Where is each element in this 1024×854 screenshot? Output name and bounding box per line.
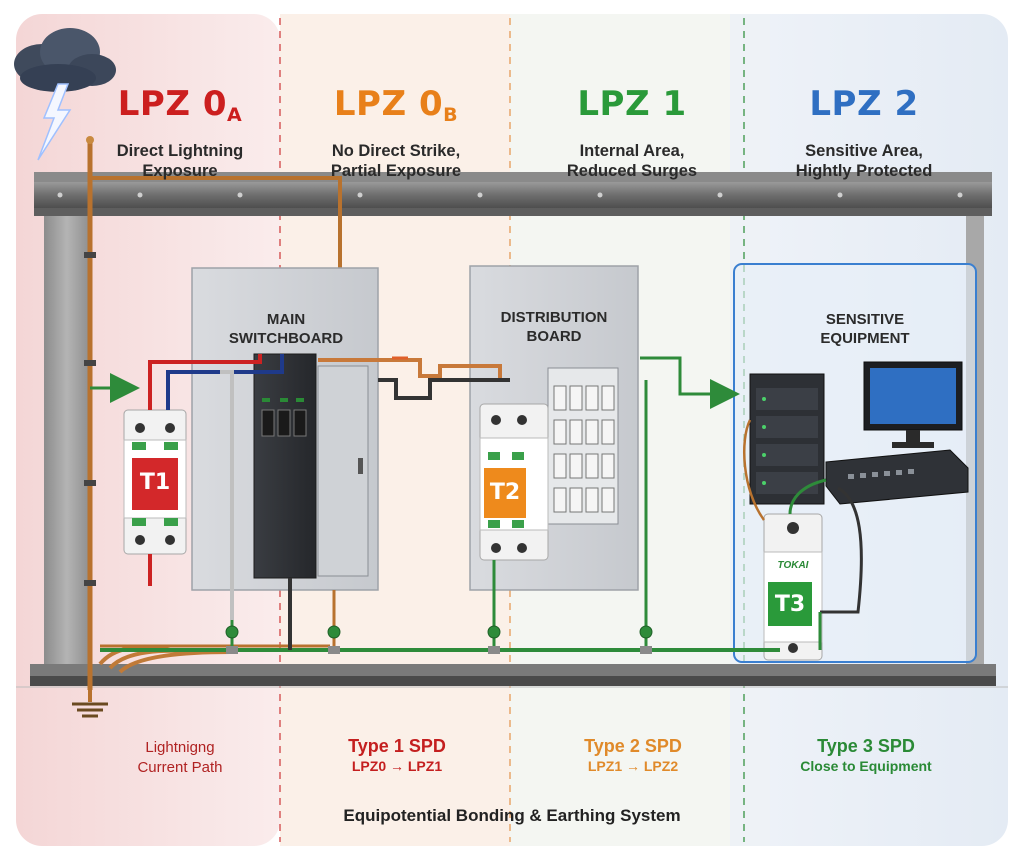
zone-title-lpz0b: LPZ 0B <box>296 84 496 135</box>
t1-badge: T1 <box>139 470 171 495</box>
zone-title-subscript: A <box>227 104 243 126</box>
legend-type1-spd: Type 1 SPD LPZ0 → LPZ1 <box>302 735 492 775</box>
legend-line2: LPZ0 → LPZ1 <box>351 758 443 774</box>
zone-title-text: LPZ 0 <box>333 84 444 124</box>
distribution-board-label: DISTRIBUTION BOARD <box>470 308 638 346</box>
main-switchboard-panel <box>253 353 317 579</box>
feeder-black <box>378 378 510 400</box>
legend-line2: LPZ1 → LPZ2 <box>587 758 679 774</box>
concrete-column <box>44 216 90 672</box>
network-switch-icon <box>825 449 969 505</box>
zone-desc-line1: Sensitive Area, <box>805 142 923 160</box>
feeder-copper <box>318 358 502 380</box>
arrow-to-sensitive <box>640 356 740 409</box>
sensitive-equipment-label-line2: EQUIPMENT <box>820 330 910 347</box>
zone-description-lpz2: Sensitive Area, Hightly Protected <box>764 141 964 181</box>
legend-line2: Close to Equipment <box>800 758 932 774</box>
monitor-icon <box>863 361 963 448</box>
zone-desc-line2: Reduced Surges <box>566 162 698 180</box>
zone-title-text: LPZ 0 <box>117 84 227 124</box>
zone-title-lpz0a: LPZ 0A <box>80 84 280 135</box>
sensitive-equipment-label-line1: SENSITIVE <box>825 311 905 328</box>
footer-caption: Equipotential Bonding & Earthing System <box>343 806 681 825</box>
zone-desc-line2: Exposure <box>142 162 218 180</box>
zone-header-lpz2: LPZ 2 Sensitive Area, Hightly Protected <box>764 84 964 181</box>
legend-line1: Lightnigng <box>145 739 215 756</box>
t3-brand-label: TOKAI <box>777 560 809 571</box>
earth-ground-icon <box>72 686 108 718</box>
zone-title-lpz1: LPZ 1 <box>532 84 732 135</box>
main-switchboard-label: MAIN SWITCHBOARD <box>206 310 366 348</box>
top-beam-flange <box>34 172 992 182</box>
zone-title-text: LPZ 1 <box>577 84 687 124</box>
zone-title-lpz2: LPZ 2 <box>764 84 964 135</box>
zone-desc-line1: Internal Area, <box>579 142 685 160</box>
legend-type3-spd: Type 3 SPD Close to Equipment <box>771 735 961 775</box>
zone-desc-line1: Direct Lightning <box>116 142 244 160</box>
main-switchboard-label-line1: MAIN <box>266 311 306 328</box>
sensitive-equipment-label: SENSITIVE EQUIPMENT <box>780 310 950 348</box>
storm-cloud-icon <box>14 28 116 92</box>
zone-desc-line2: Hightly Protected <box>795 162 933 180</box>
distribution-board-label-line1: DISTRIBUTION <box>500 309 608 326</box>
zone-description-lpz0b: No Direct Strike, Partial Exposure <box>296 141 496 181</box>
t2-spd-device <box>479 403 549 561</box>
legend-type2-spd: Type 2 SPD LPZ1 → LPZ2 <box>538 735 728 775</box>
zone-desc-line2: Partial Exposure <box>330 162 462 180</box>
legend-line2: Current Path <box>137 759 223 776</box>
zone-title-text: LPZ 2 <box>809 84 919 124</box>
phase-wire-red <box>148 354 262 410</box>
zone-description-lpz1: Internal Area, Reduced Surges <box>532 141 732 181</box>
main-switchboard-label-line2: SWITCHBOARD <box>228 330 344 347</box>
zone-header-lpz0b: LPZ 0B No Direct Strike, Partial Exposure <box>296 84 496 181</box>
t3-spd-device <box>763 513 823 661</box>
floor-beam <box>30 664 996 676</box>
top-beam <box>34 182 992 208</box>
zone-title-subscript: B <box>443 104 459 126</box>
air-termination-conductor <box>90 176 342 270</box>
legend-lightning-path: Lightnigng Current Path <box>85 737 275 777</box>
t2-badge: T2 <box>489 480 521 505</box>
zone-desc-line1: No Direct Strike, <box>331 142 461 160</box>
distribution-board-label-line2: BOARD <box>526 328 582 345</box>
legend-line1: Type 3 SPD <box>817 736 915 756</box>
legend-line1: Type 2 SPD <box>584 736 682 756</box>
lightning-bolt-icon <box>37 83 72 161</box>
server-icon <box>749 373 825 505</box>
t1-spd-device <box>123 409 187 555</box>
t3-badge: T3 <box>774 592 806 617</box>
legend-line1: Type 1 SPD <box>348 736 446 756</box>
zone-header-lpz1: LPZ 1 Internal Area, Reduced Surges <box>532 84 732 181</box>
